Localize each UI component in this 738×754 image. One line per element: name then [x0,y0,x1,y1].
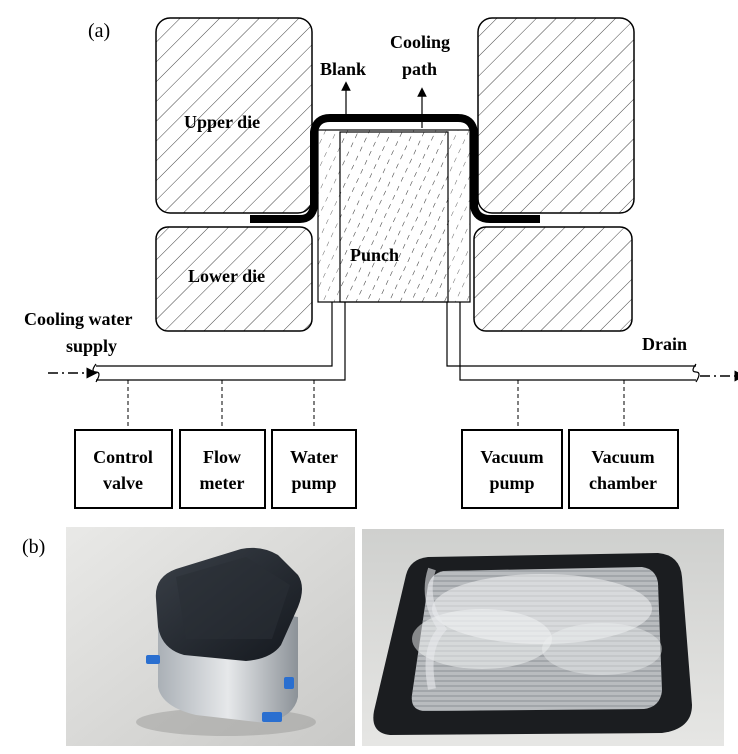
component-label-line2: meter [200,473,245,493]
vacuum-chamber-photo [66,527,355,746]
component-label-line1: Vacuum [591,447,654,467]
frosted-plate-photo [362,529,724,746]
blank-label: Blank [320,59,366,79]
panel-a-label: (a) [88,20,110,42]
component-label-line1: Water [290,447,338,467]
component-label-line1: Flow [203,447,241,467]
lower-die-left [155,226,313,332]
supply-label-line2: supply [66,336,117,356]
drain-break-mark [692,363,700,383]
panel-b-label: (b) [22,536,45,558]
supply-break-mark [92,363,100,383]
component-flow-meter: Flow meter [179,429,266,509]
upper-die-right [477,17,635,214]
component-label-line2: pump [291,473,336,493]
component-water-pump: Water pump [271,429,357,509]
drain-label: Drain [642,334,687,354]
component-label-line2: pump [489,473,534,493]
component-vacuum-pump: Vacuum pump [461,429,563,509]
component-label-line2: valve [103,473,143,493]
component-control-valve: Control valve [74,429,173,509]
drain-pipe [446,302,696,381]
lower-die-label: Lower die [188,266,265,286]
blank-sheet [250,114,540,223]
punch-inner [339,131,449,303]
component-label-line1: Vacuum [480,447,543,467]
supply-label-line1: Cooling water [24,309,132,329]
upper-die-label: Upper die [184,112,260,132]
cooling-path-label-line2: path [402,59,437,79]
cooling-path-label-line1: Cooling [390,32,450,52]
upper-die-left [155,17,313,214]
component-label-line2: chamber [589,473,657,493]
component-vacuum-chamber: Vacuum chamber [568,429,679,509]
punch-label: Punch [350,245,399,265]
component-label-line1: Control [93,447,153,467]
supply-pipe [96,302,346,381]
lower-die-right [473,226,633,332]
